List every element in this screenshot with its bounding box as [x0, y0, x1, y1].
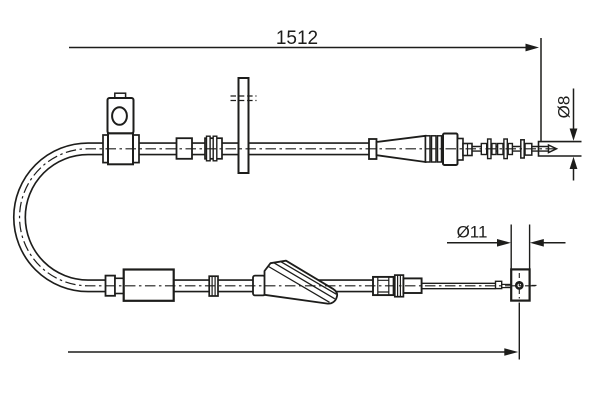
bracket-hole	[111, 106, 128, 126]
arrowhead-down	[569, 128, 578, 141]
dimension-label-eyelet-diameter: Ø11	[457, 223, 488, 242]
rod-clip-lower	[393, 274, 405, 298]
arrowhead-right	[525, 43, 539, 52]
arrowhead-right	[504, 348, 519, 356]
mounting-bracket	[106, 92, 135, 135]
conduit-inner-mask	[14, 143, 404, 291]
adjuster-sleeve	[122, 268, 175, 302]
lower-rod	[421, 280, 511, 290]
rod-stop	[494, 280, 503, 290]
spiral-wedge-boot	[263, 259, 339, 305]
cable-conduit	[12, 142, 404, 293]
dimension-overall-length: 1512	[69, 28, 542, 141]
arrowhead-up	[569, 156, 578, 169]
end-sleeve	[537, 140, 582, 157]
arrowhead-right	[497, 239, 511, 247]
arrowhead-left	[529, 239, 544, 247]
eyelet-barrel	[510, 268, 539, 302]
dimension-lower-length	[68, 302, 520, 360]
dimension-end-diameter: Ø8	[555, 88, 578, 181]
cable-centerline	[18, 148, 556, 287]
guide-plate	[230, 77, 257, 174]
dimension-label-overall-length: 1512	[276, 28, 318, 49]
dimension-label-end-diameter: Ø8	[555, 96, 574, 119]
dimension-eyelet-diameter: Ø11	[447, 223, 566, 269]
conduit-outer	[12, 142, 404, 293]
